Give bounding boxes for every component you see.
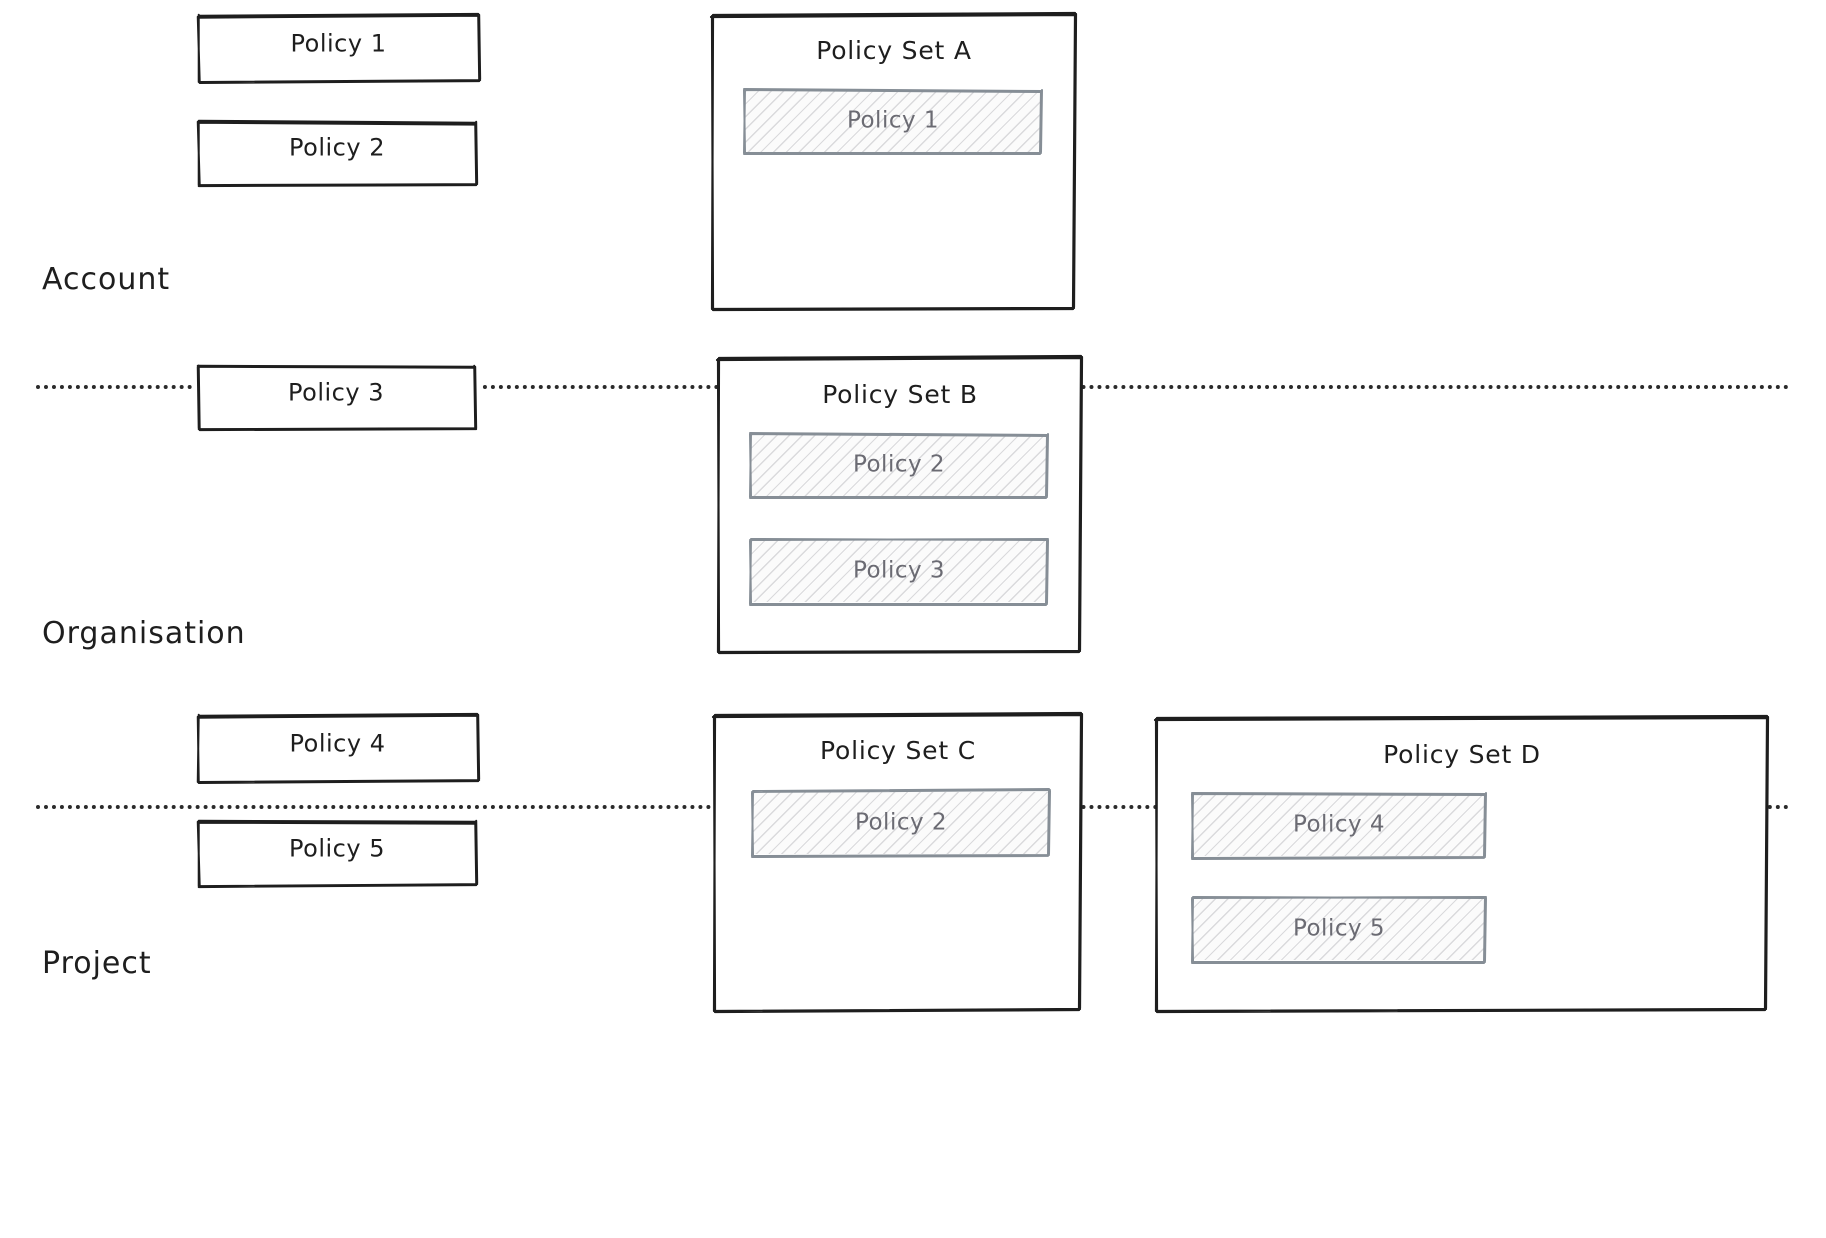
tier-label-organisation: Organisation — [42, 616, 246, 651]
policy-chip-label: Policy 2 — [852, 451, 946, 478]
policy-set-b-container[interactable]: Policy Set B Policy 2 Policy 3 — [715, 354, 1084, 655]
policy-chip-label: Policy 4 — [1292, 811, 1386, 838]
policy-chip-policy-1[interactable]: Policy 1 — [192, 10, 485, 85]
policy-chip-label: Policy 1 — [290, 29, 387, 58]
policy-set-c-title: Policy Set C — [820, 736, 976, 765]
policy-chip-label: Policy 4 — [289, 729, 386, 758]
policy-chip-label: Policy 5 — [1292, 915, 1386, 942]
policy-chip-label: Policy 1 — [846, 107, 940, 134]
policy-chip-policy-2[interactable]: Policy 2 — [192, 116, 482, 188]
policy-chip-label: Policy 5 — [289, 833, 385, 862]
policy-set-c-member-policy-2[interactable]: Policy 2 — [751, 788, 1051, 858]
policy-set-d-member-policy-4[interactable]: Policy 4 — [1191, 792, 1487, 860]
policy-set-d-title: Policy Set D — [1383, 740, 1541, 769]
sketch-outline — [196, 712, 481, 784]
policy-set-d-member-policy-5[interactable]: Policy 5 — [1191, 896, 1487, 964]
policy-set-a-title: Policy Set A — [816, 36, 972, 65]
policy-set-c-container[interactable]: Policy Set C Policy 2 — [711, 711, 1084, 1014]
policy-chip-label: Policy 3 — [852, 557, 946, 584]
policy-chip-label: Policy 3 — [288, 377, 384, 406]
tier-label-account: Account — [42, 262, 171, 297]
policy-chip-policy-3[interactable]: Policy 3 — [192, 361, 480, 432]
policy-chip-label: Policy 2 — [854, 809, 948, 836]
policy-set-a-container[interactable]: Policy Set A Policy 1 — [709, 11, 1078, 312]
sketch-outline — [196, 12, 482, 85]
sketch-outline — [196, 364, 478, 432]
sketch-outline — [196, 119, 479, 188]
policy-set-a-member-policy-1[interactable]: Policy 1 — [743, 88, 1043, 155]
policy-chip-policy-5[interactable]: Policy 5 — [192, 816, 482, 889]
policy-set-d-container[interactable]: Policy Set D Policy 4 Policy 5 — [1153, 714, 1770, 1014]
policy-set-b-member-policy-3[interactable]: Policy 3 — [749, 538, 1049, 606]
policy-set-b-title: Policy Set B — [822, 380, 978, 409]
policy-chip-label: Policy 2 — [289, 133, 385, 162]
policy-set-b-member-policy-2[interactable]: Policy 2 — [749, 432, 1049, 499]
policy-chip-policy-4[interactable]: Policy 4 — [192, 710, 483, 784]
sketch-outline — [196, 819, 479, 889]
tier-label-project: Project — [42, 946, 152, 981]
